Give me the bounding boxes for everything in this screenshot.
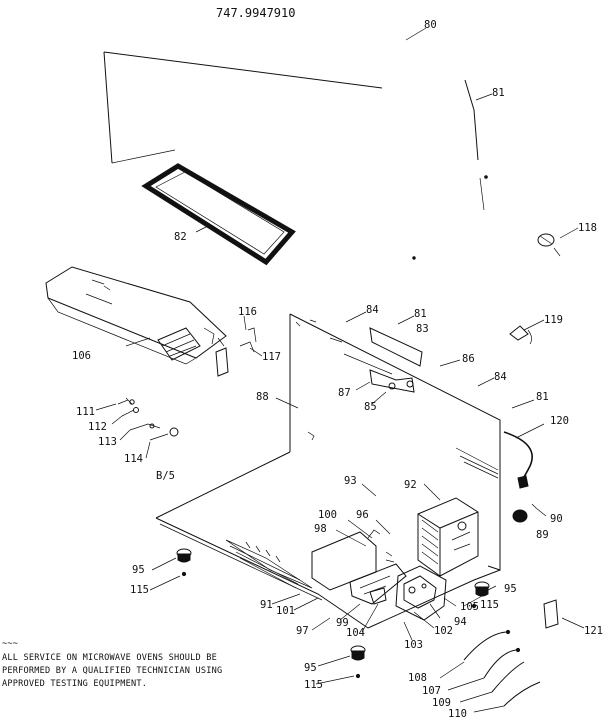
lamp-drawing	[537, 233, 561, 257]
callout-90: 90	[550, 513, 563, 525]
callout-93: 93	[344, 475, 357, 487]
callout-labels: 80 81 82 118 119 84 81 83 116 117 106 86…	[72, 19, 603, 719]
thermostat-drawing	[509, 325, 532, 345]
feet-drawing	[176, 548, 490, 679]
callout-91: 91	[260, 599, 273, 611]
rubber-foot-drawing	[512, 503, 537, 523]
callout-89: 89	[536, 529, 549, 541]
fuse-drawing	[543, 599, 559, 629]
callout-88: 88	[256, 391, 269, 403]
callout-92: 92	[404, 479, 417, 491]
callout-102: 102	[434, 625, 453, 637]
callout-107: 107	[422, 685, 441, 697]
callout-83: 83	[416, 323, 429, 335]
base-pan-drawing	[155, 451, 501, 629]
callout-114: 114	[124, 453, 143, 465]
callout-115: 115	[480, 599, 499, 611]
outer-cabinet-drawing	[103, 51, 488, 260]
footer-code: ~~~	[2, 639, 18, 649]
switch-bracket-drawing	[395, 565, 447, 621]
power-cord-drawing	[503, 431, 533, 489]
wire-leads-drawing	[463, 629, 541, 707]
callout-116: 116	[238, 306, 257, 318]
callout-99: 99	[336, 617, 349, 629]
callout-111: 111	[76, 406, 95, 418]
model-number: 747.9947910	[216, 6, 295, 20]
callout-95: 95	[304, 662, 317, 674]
callout-104: 104	[346, 627, 365, 639]
callout-108: 108	[408, 672, 427, 684]
callout-119: 119	[544, 314, 563, 326]
callout-110: 110	[448, 708, 467, 719]
callout-97: 97	[296, 625, 309, 637]
screw-parts-drawing	[117, 397, 179, 441]
callout-81: 81	[414, 308, 427, 320]
callout-120: 120	[550, 415, 569, 427]
service-note-line-2: PERFORMED BY A QUALIFIED TECHNICIAN USIN…	[2, 666, 222, 676]
callout-85: 85	[364, 401, 377, 413]
transformer-drawing	[417, 497, 479, 577]
callout-84: 84	[366, 304, 379, 316]
callout-84: 84	[494, 371, 507, 383]
callout-121: 121	[584, 625, 603, 637]
callout-100: 100	[318, 509, 337, 521]
callout-118: 118	[578, 222, 597, 234]
gasket-frame-drawing	[141, 163, 296, 266]
callout-81: 81	[536, 391, 549, 403]
rear-panel-drawing	[289, 313, 501, 571]
callout-103: 103	[404, 639, 423, 651]
service-note: ~~~ ALL SERVICE ON MICROWAVE OVENS SHOUL…	[2, 639, 222, 689]
callout-113: 113	[98, 436, 117, 448]
callout-106: 106	[72, 350, 91, 362]
callout-94: 94	[454, 616, 467, 628]
callout-95: 95	[132, 564, 145, 576]
latch-assembly-drawing	[349, 563, 407, 605]
vent-cover-drawing	[45, 266, 227, 365]
callout-101: 101	[276, 605, 295, 617]
callout-117: 117	[262, 351, 281, 363]
callout-98: 98	[314, 523, 327, 535]
callout-115: 115	[304, 679, 323, 691]
callout-82: 82	[174, 231, 187, 243]
callout-87: 87	[338, 387, 351, 399]
callout-112: 112	[88, 421, 107, 433]
bracket-parts-drawing	[215, 327, 257, 377]
callout-81: 81	[492, 87, 505, 99]
service-note-line-3: APPROVED TESTING EQUIPMENT.	[2, 679, 147, 689]
callout-86: 86	[462, 353, 475, 365]
callout-80: 80	[424, 19, 437, 31]
callout-109: 109	[432, 697, 451, 709]
service-note-line-1: ALL SERVICE ON MICROWAVE OVENS SHOULD BE	[2, 653, 217, 663]
section-note: B/5	[156, 470, 175, 482]
callout-95: 95	[504, 583, 517, 595]
leader-lines	[95, 27, 585, 713]
callout-115: 115	[130, 584, 149, 596]
callout-105: 105	[460, 601, 479, 613]
callout-96: 96	[356, 509, 369, 521]
